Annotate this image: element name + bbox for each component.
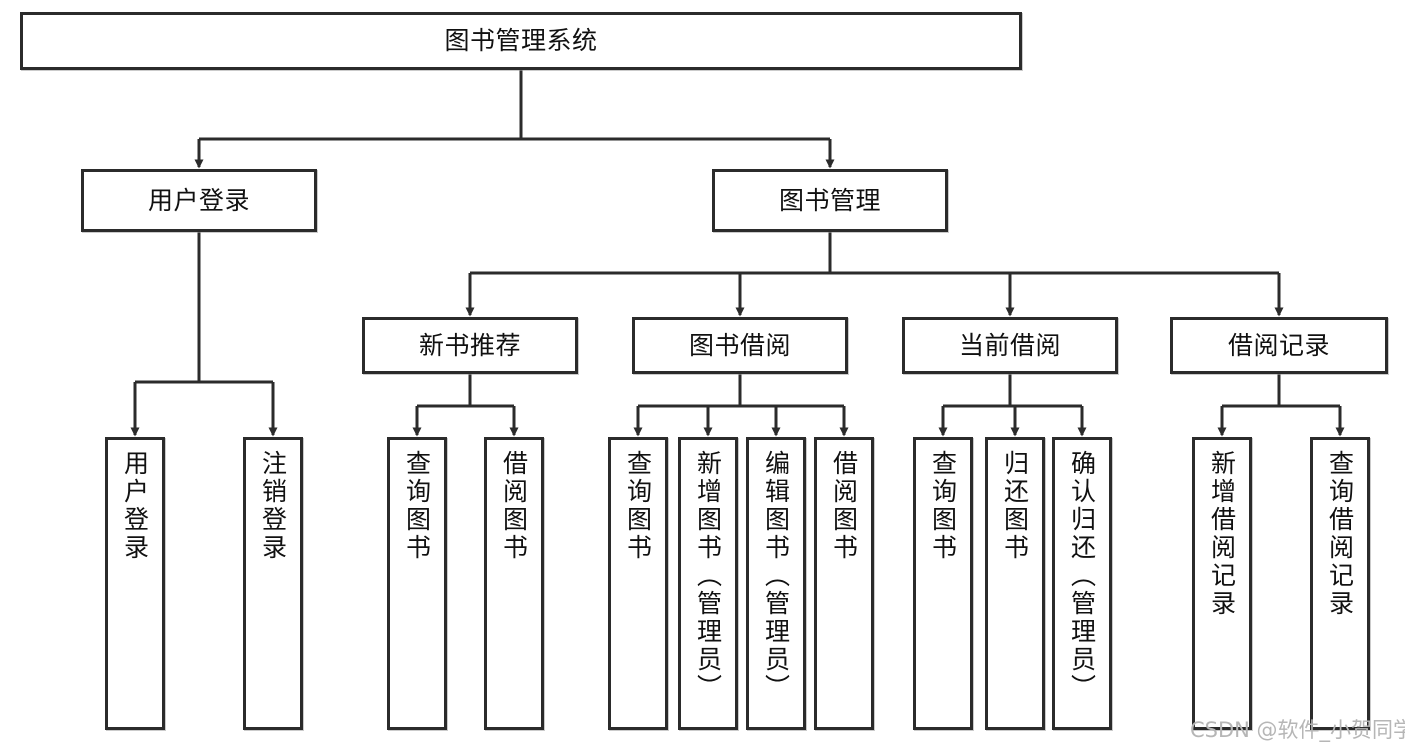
node-label: 图书管理系统 xyxy=(444,26,598,56)
node-l3-rec-query[interactable]: 查询借阅记录 xyxy=(1310,437,1370,730)
node-label: 用户登录 xyxy=(120,450,150,562)
node-l2-current[interactable]: 当前借阅 xyxy=(902,317,1118,374)
node-label: 查询借阅记录 xyxy=(1325,450,1355,618)
node-l3-user-login[interactable]: 用户登录 xyxy=(105,437,165,730)
node-label: 编辑图书（管理员） xyxy=(761,450,791,702)
node-l3-cb-confirm[interactable]: 确认归还（管理员） xyxy=(1052,437,1112,730)
node-label: 注销登录 xyxy=(258,450,288,562)
node-root[interactable]: 图书管理系统 xyxy=(20,12,1022,70)
node-label: 查询图书 xyxy=(928,450,958,562)
node-label: 查询图书 xyxy=(402,450,432,562)
node-label: 新增图书（管理员） xyxy=(693,450,723,702)
node-label: 借阅记录 xyxy=(1227,330,1330,360)
node-l1-book[interactable]: 图书管理 xyxy=(712,169,948,232)
node-l3-bb-add[interactable]: 新增图书（管理员） xyxy=(678,437,738,730)
node-l3-nb-query[interactable]: 查询图书 xyxy=(387,437,447,730)
node-l3-nb-borrow[interactable]: 借阅图书 xyxy=(484,437,544,730)
node-l3-bb-borrow[interactable]: 借阅图书 xyxy=(814,437,874,730)
node-label: 归还图书 xyxy=(1000,450,1030,562)
node-label: 新增借阅记录 xyxy=(1207,450,1237,618)
watermark: CSDN @软件_小贺同学 xyxy=(1190,718,1405,742)
node-l3-user-logout[interactable]: 注销登录 xyxy=(243,437,303,730)
node-l3-cb-return[interactable]: 归还图书 xyxy=(985,437,1045,730)
edge-paths xyxy=(130,70,1345,437)
node-label: 新书推荐 xyxy=(418,330,521,360)
node-label: 查询图书 xyxy=(623,450,653,562)
node-label: 借阅图书 xyxy=(829,450,859,562)
node-label: 图书借阅 xyxy=(688,330,791,360)
node-label: 当前借阅 xyxy=(958,330,1061,360)
node-l3-cb-query[interactable]: 查询图书 xyxy=(913,437,973,730)
node-l2-borrow[interactable]: 图书借阅 xyxy=(632,317,848,374)
node-l3-rec-add[interactable]: 新增借阅记录 xyxy=(1192,437,1252,730)
node-l3-bb-query[interactable]: 查询图书 xyxy=(608,437,668,730)
node-label: 确认归还（管理员） xyxy=(1067,450,1097,702)
node-l2-newbook[interactable]: 新书推荐 xyxy=(362,317,578,374)
node-label: 图书管理 xyxy=(778,185,881,215)
node-label: 借阅图书 xyxy=(499,450,529,562)
node-l1-user[interactable]: 用户登录 xyxy=(81,169,317,232)
node-label: 用户登录 xyxy=(147,185,250,215)
node-l3-bb-edit[interactable]: 编辑图书（管理员） xyxy=(746,437,806,730)
node-l2-record[interactable]: 借阅记录 xyxy=(1170,317,1388,374)
